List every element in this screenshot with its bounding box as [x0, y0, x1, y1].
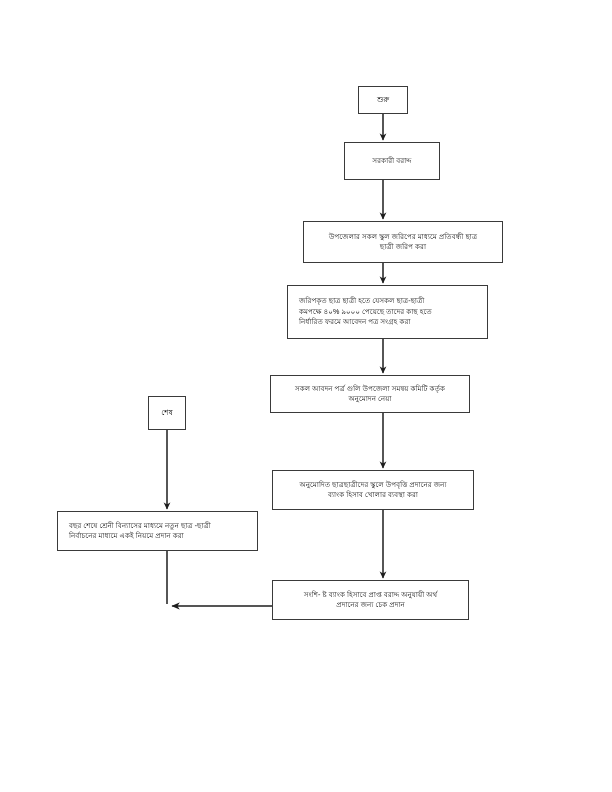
node-committee-approval-label: সকল আবদন পর্ত্র গুলি উপজেলা সমন্বয় কমিট…: [294, 383, 446, 403]
node-next-year-selection[interactable]: বছর শেষে শ্রেনী বিন্যাসের মাধ্যমে নতুন ছ…: [57, 511, 258, 551]
node-end-label: শেষ: [161, 407, 173, 417]
node-collect-application-forms-label: জরিপকৃত ছাত্র ছাত্রী হতে যেসকল ছাত্র-ছাত…: [299, 296, 432, 327]
node-start-label: শুরু: [376, 94, 390, 104]
node-committee-approval[interactable]: সকল আবদন পর্ত্র গুলি উপজেলা সমন্বয় কমিট…: [270, 375, 470, 413]
node-open-bank-account-label: অনুমোদিত ছাত্রছাত্রীদের স্কুলে উপবৃত্তি …: [299, 479, 447, 499]
node-school-survey[interactable]: উপজেলার সকল স্কুল জরিপের মাধ্যমে প্রতিবন…: [303, 221, 503, 263]
node-next-year-selection-label: বছর শেষে শ্রেনী বিন্যাসের মাধ্যমে নতুন ছ…: [69, 520, 211, 540]
node-government-allocation[interactable]: সরকারী বরাদ্দ: [344, 142, 440, 180]
node-end[interactable]: শেষ: [148, 396, 186, 430]
node-school-survey-label: উপজেলার সকল স্কুল জরিপের মাধ্যমে প্রতিবন…: [328, 231, 478, 251]
node-issue-cheque-label: সংশি- ষ্ট ব্যাংক হিসাবে প্রাপ্ত বরাদ্দ অ…: [303, 589, 438, 609]
node-start[interactable]: শুরু: [358, 86, 408, 114]
node-open-bank-account[interactable]: অনুমোদিত ছাত্রছাত্রীদের স্কুলে উপবৃত্তি …: [272, 470, 474, 510]
node-issue-cheque[interactable]: সংশি- ষ্ট ব্যাংক হিসাবে প্রাপ্ত বরাদ্দ অ…: [272, 580, 469, 620]
node-government-allocation-label: সরকারী বরাদ্দ: [372, 155, 412, 165]
node-collect-application-forms[interactable]: জরিপকৃত ছাত্র ছাত্রী হতে যেসকল ছাত্র-ছাত…: [287, 285, 488, 339]
